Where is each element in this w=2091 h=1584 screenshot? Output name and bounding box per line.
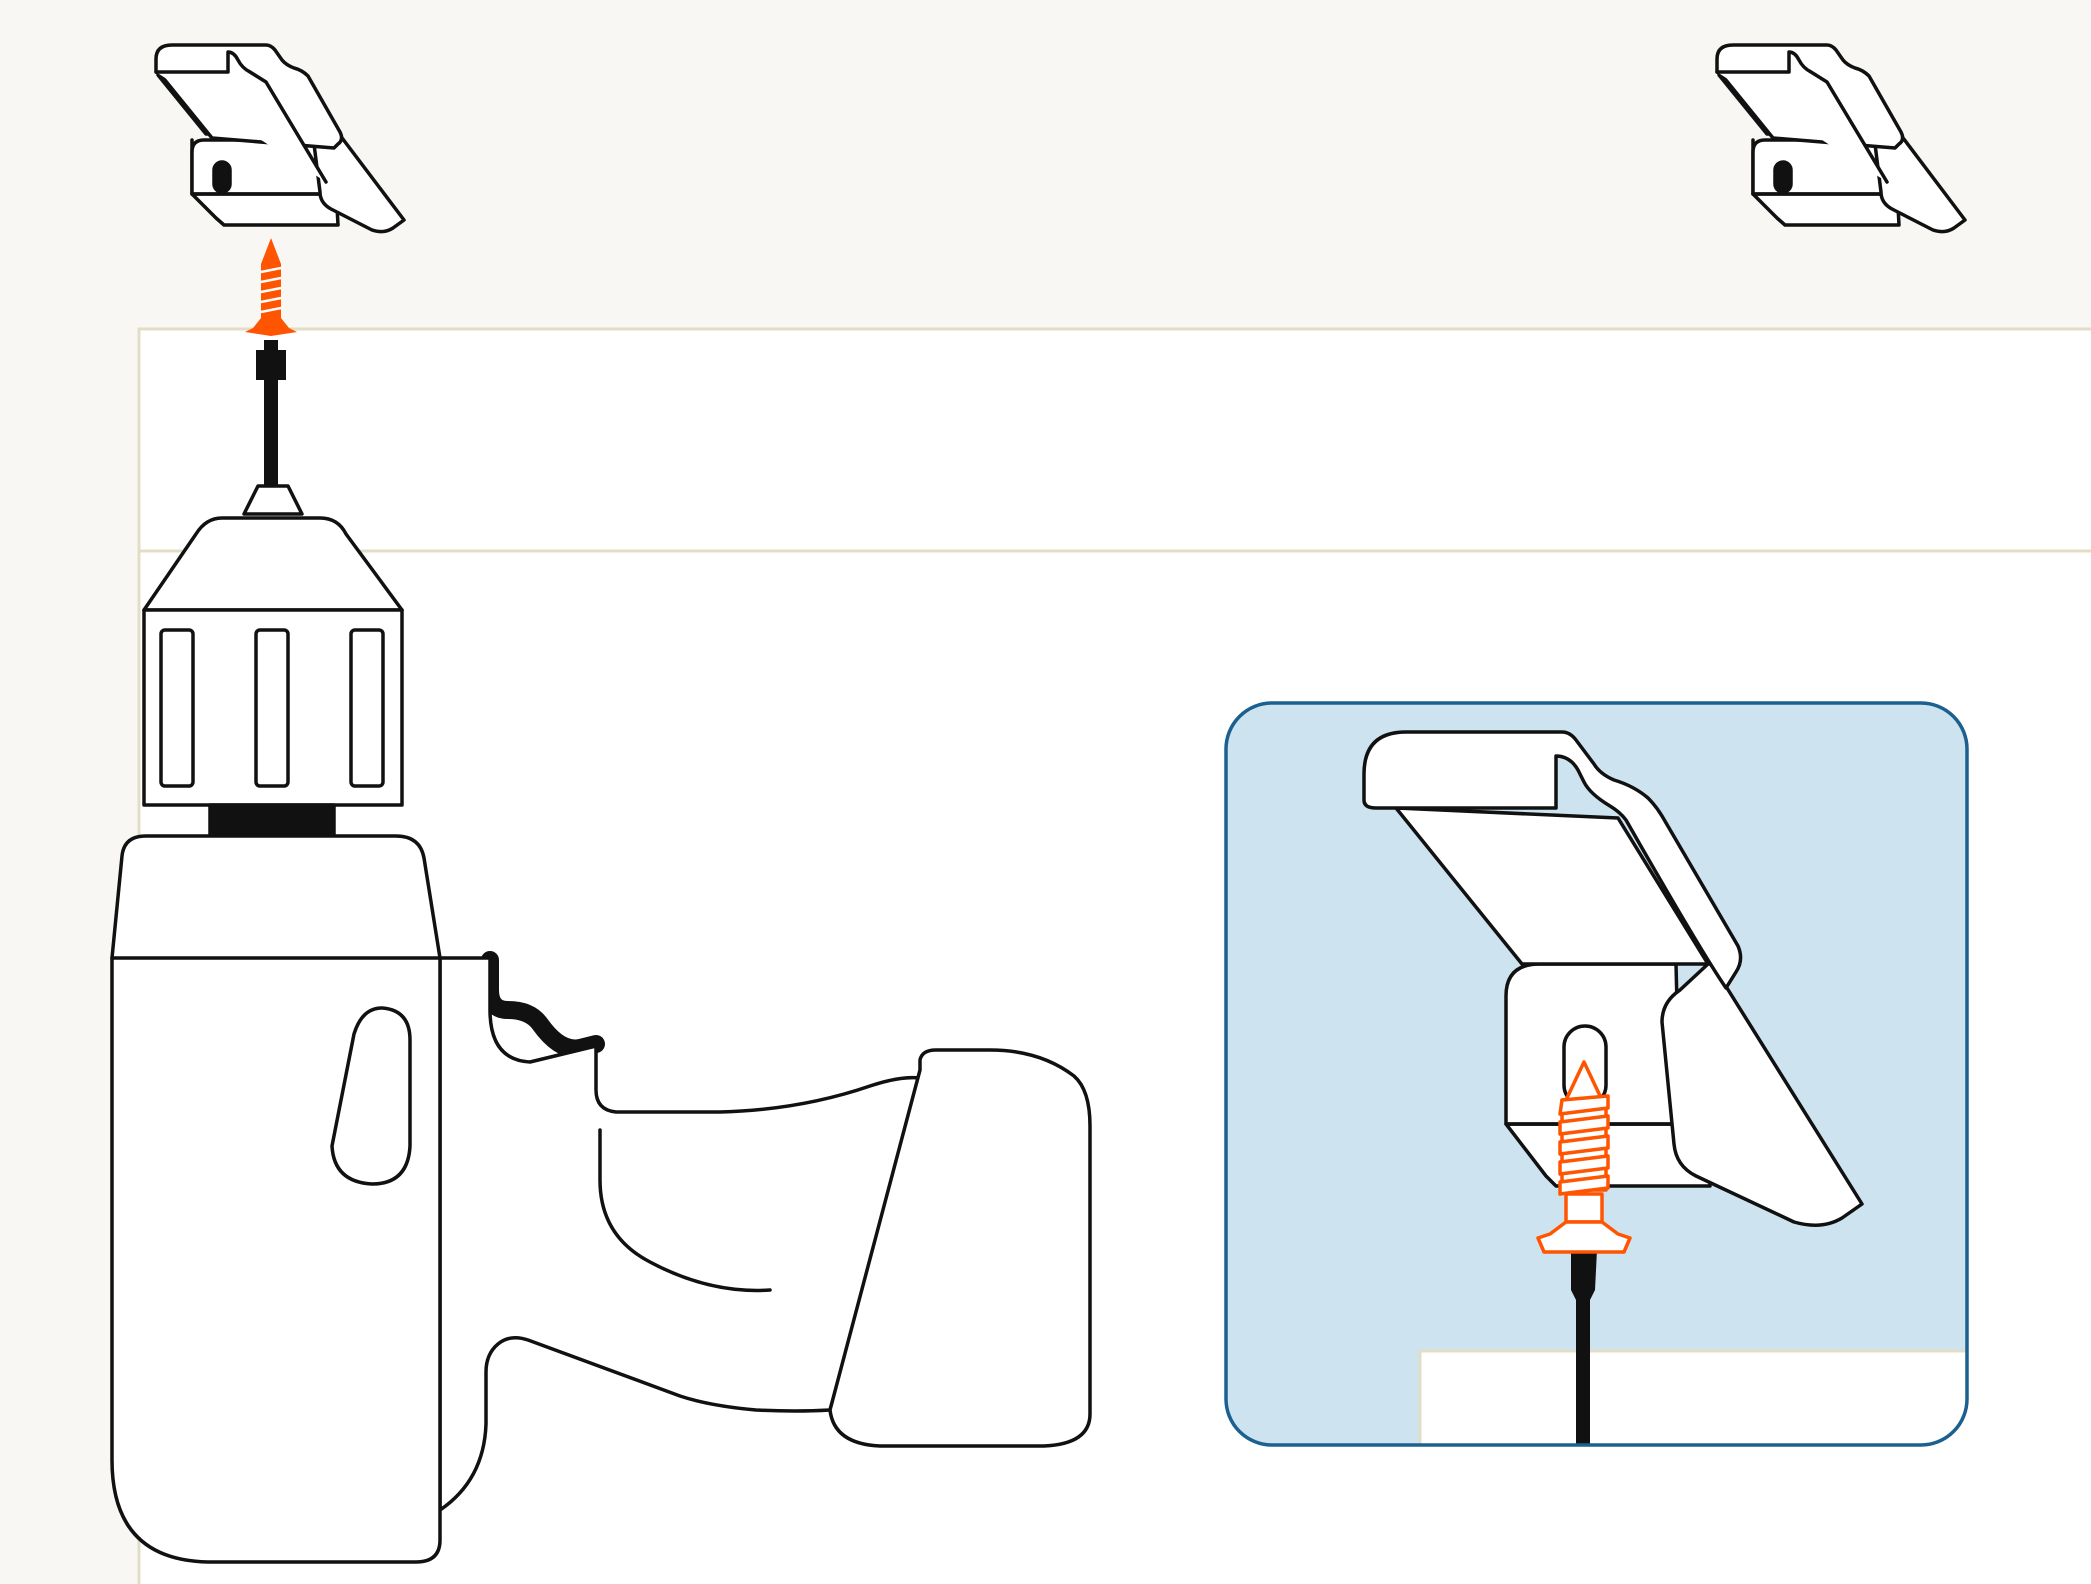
detail-inset-icon	[1224, 701, 1969, 1447]
cordless-drill-icon	[110, 340, 1092, 1564]
